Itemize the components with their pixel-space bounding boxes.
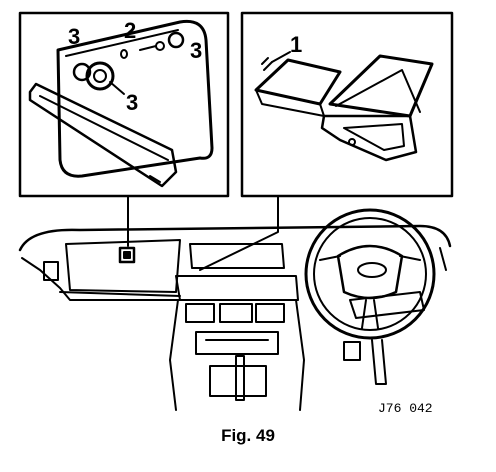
- dash-lower-left: [21, 257, 181, 301]
- console-switch-mid: [219, 303, 253, 323]
- dash-top: [18, 224, 452, 252]
- lock-leader: [109, 81, 125, 95]
- steering-column: [371, 339, 387, 385]
- right-panel-frame: [240, 11, 454, 198]
- glovebox-lock: [118, 246, 136, 264]
- lock-barrel: [85, 61, 115, 91]
- right-detail-panel: 1: [240, 11, 454, 198]
- lid-inner-edge: [65, 29, 179, 57]
- hinge-bar-edge: [39, 95, 169, 161]
- open-tray-inner: [343, 123, 405, 151]
- glovebox-lid: [56, 19, 214, 178]
- figure-caption: Fig. 49: [221, 426, 275, 445]
- callout-right-one: 1: [290, 32, 302, 57]
- callout-left-top: 3: [68, 24, 80, 49]
- open-lid-inner: [335, 69, 421, 113]
- console-switch-left: [185, 303, 215, 323]
- glovebox-lock-core: [123, 251, 131, 259]
- center-console-top: [175, 275, 299, 301]
- lower-console-box: [209, 365, 267, 397]
- pedal: [343, 341, 361, 361]
- left-vent: [43, 261, 59, 281]
- lock-core: [93, 69, 107, 83]
- catch-screw: [139, 45, 157, 51]
- steering-wheel-rim: [304, 208, 436, 340]
- hinge-bar: [28, 82, 178, 188]
- tray-body: [255, 89, 325, 117]
- hinge-tip: [149, 175, 161, 183]
- screw-1-leader: [271, 51, 291, 63]
- open-tray-base: [320, 114, 418, 162]
- hub-emblem: [357, 262, 387, 278]
- tray-screw: [348, 138, 356, 146]
- console-sides: [169, 299, 305, 411]
- dashboard-overview: J76 042: [18, 208, 452, 416]
- drawing-code: J76 042: [378, 401, 433, 416]
- steering-wheel-spokes: [319, 255, 421, 329]
- catch-hole: [120, 49, 128, 59]
- left-detail-panel: 3 2 3 3: [18, 11, 230, 198]
- dash-right-edge: [439, 247, 447, 271]
- callout-left-right: 3: [190, 38, 202, 63]
- steering-wheel-inner: [313, 217, 427, 331]
- lock-ring: [72, 62, 92, 82]
- screw-1: [261, 57, 273, 71]
- catch-washer: [155, 41, 165, 51]
- catch-nut: [167, 31, 185, 49]
- callout-left-bottom: 3: [126, 90, 138, 115]
- leader-right: [199, 195, 279, 271]
- dash-shelf: [59, 291, 181, 297]
- gear-lever: [235, 355, 245, 401]
- instrument-panel: [349, 291, 425, 319]
- radio-unit: [195, 331, 279, 355]
- console-switch-right: [255, 303, 285, 323]
- steering-wheel-hub: [336, 244, 404, 300]
- center-vent: [189, 243, 285, 269]
- open-lid: [328, 54, 434, 118]
- glovebox-outline: [65, 239, 181, 293]
- left-panel-frame: [18, 11, 230, 198]
- callout-left-mid: 2: [124, 18, 136, 43]
